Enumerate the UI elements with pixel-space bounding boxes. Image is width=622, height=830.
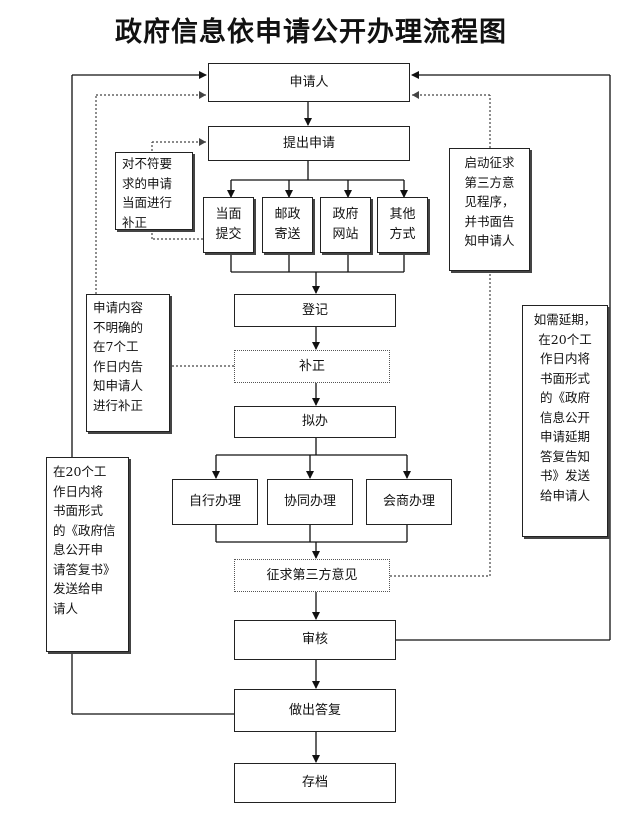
note-third-party-procedure: 启动征求 第三方意 见程序， 并书面告 知申请人 — [449, 148, 530, 271]
handling-cooperative: 协同办理 — [267, 479, 353, 525]
note-unclear-request: 申请内容 不明确的 在7个工 作日内告 知申请人 进行补正 — [86, 294, 170, 432]
note-reply-notice: 在20个工 作日内将 书面形式 的《政府信 息公开申 请答复书》 发送给申 请人 — [46, 457, 129, 652]
method-other: 其他 方式 — [377, 197, 428, 253]
step-submit: 提出申请 — [208, 126, 410, 161]
step-draft: 拟办 — [234, 406, 396, 438]
method-mail: 邮政 寄送 — [262, 197, 313, 253]
step-applicant: 申请人 — [208, 63, 410, 102]
method-in-person: 当面 提交 — [203, 197, 254, 253]
note-noncompliant-request: 对不符要 求的申请 当面进行 补正 — [115, 152, 193, 230]
method-website: 政府 网站 — [320, 197, 371, 253]
step-consult-third-party: 征求第三方意见 — [234, 559, 390, 592]
note-extension: 如需延期， 在20个工 作日内将 书面形式 的《政府 信息公开 申请延期 答复告… — [522, 305, 608, 537]
page-title: 政府信息依申请公开办理流程图 — [115, 17, 507, 48]
step-supplement: 补正 — [234, 350, 390, 383]
handling-consultative: 会商办理 — [366, 479, 452, 525]
step-archive: 存档 — [234, 763, 396, 803]
step-register: 登记 — [234, 294, 396, 327]
handling-self: 自行办理 — [172, 479, 258, 525]
step-review: 审核 — [234, 620, 396, 660]
step-reply: 做出答复 — [234, 689, 396, 732]
